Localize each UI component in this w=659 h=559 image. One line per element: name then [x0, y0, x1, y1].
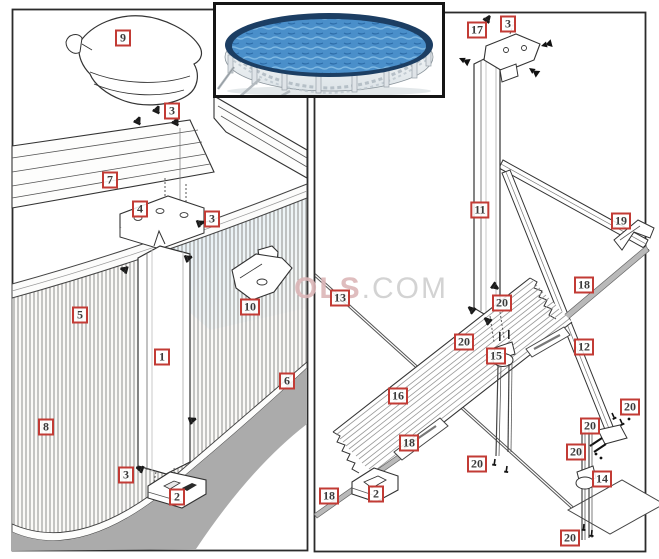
pool-photo-inset	[213, 2, 445, 108]
upright-post	[137, 229, 191, 488]
oval-pool-illustration	[216, 13, 434, 108]
bolt-icon	[610, 412, 617, 421]
bolt-icon	[492, 458, 497, 467]
post-top-bracket	[457, 13, 553, 83]
seat-bracket	[231, 245, 293, 301]
screw-icon	[152, 104, 163, 115]
wing-bolt-icon	[526, 64, 541, 78]
wing-bolt-icon	[457, 54, 471, 67]
screw-icon	[482, 13, 493, 24]
ground-plate	[566, 479, 659, 535]
bolt-icon	[589, 529, 594, 537]
wall-bracket	[351, 467, 399, 503]
adjacent-ledge-rail	[213, 95, 308, 179]
ground-base	[12, 368, 307, 551]
bolt-icon	[504, 465, 509, 474]
top-ledge-rail	[11, 119, 215, 209]
buttress-post	[473, 55, 501, 315]
right-panel-border	[313, 11, 647, 553]
pool-wall-pattern	[226, 49, 432, 95]
left-panel-border	[11, 8, 309, 552]
wing-bolt-icon	[539, 39, 553, 50]
top-cap	[65, 15, 203, 106]
pool-water	[232, 19, 426, 73]
strap-channel-19	[613, 219, 655, 253]
corrugated-panel	[332, 277, 573, 477]
screw-icon	[133, 115, 144, 126]
right-diagram	[313, 11, 659, 553]
pressure-channel-upper	[525, 326, 571, 358]
brace-foot	[597, 424, 628, 445]
